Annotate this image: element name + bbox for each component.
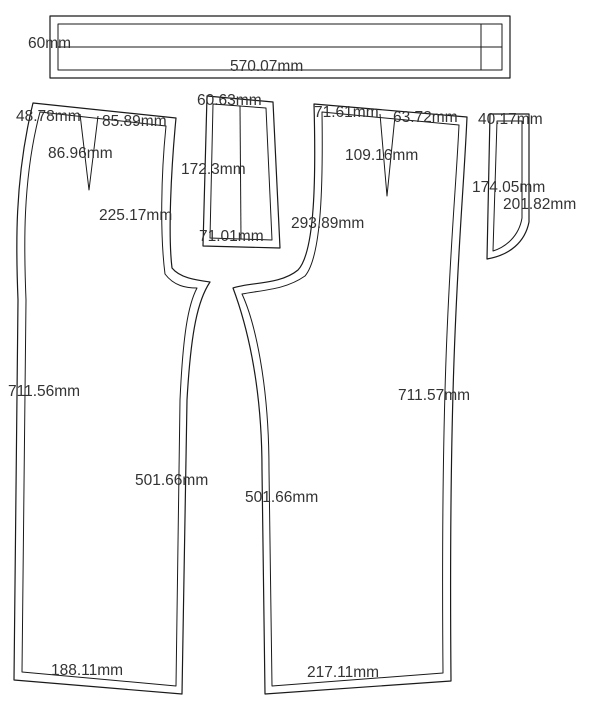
label-back-dart: 109.16mm [345,147,418,164]
label-facing-top: 40.17mm [478,111,543,128]
label-back-hem: 217.11mm [307,664,379,681]
label-front-waist-right: 85.89mm [102,113,167,130]
label-back-waist-right: 63.72mm [393,109,458,126]
label-fly-side: 172.3mm [181,161,246,178]
label-front-dart: 86.96mm [48,145,113,162]
label-waistband-length: 570.07mm [230,58,303,75]
label-front-waist-left: 48.78mm [16,108,81,125]
label-back-crotch: 293.89mm [291,215,364,232]
label-back-waist-left: 71.61mm [314,104,379,121]
waistband-piece [49,15,511,79]
label-back-side: 711.57mm [398,387,470,404]
back-leg-piece [232,103,468,695]
label-fly-bottom: 71.01mm [199,228,264,245]
label-facing-curve: 201.82mm [503,196,576,213]
dimension-labels: 60mm 570.07mm 48.78mm 85.89mm 86.96mm 22… [8,35,576,681]
label-front-crotch: 225.17mm [99,207,172,224]
label-back-inseam: 501.66mm [245,489,318,506]
pocket-facing-piece [486,113,530,260]
label-facing-side: 174.05mm [472,179,545,196]
fly-piece [202,95,281,249]
label-front-inseam: 501.66mm [135,472,208,489]
label-fly-top: 60.63mm [197,92,262,109]
label-front-side: 711.56mm [8,383,80,400]
label-waistband-height: 60mm [28,35,71,52]
label-front-hem: 188.11mm [51,662,123,679]
front-leg-piece [13,102,211,695]
